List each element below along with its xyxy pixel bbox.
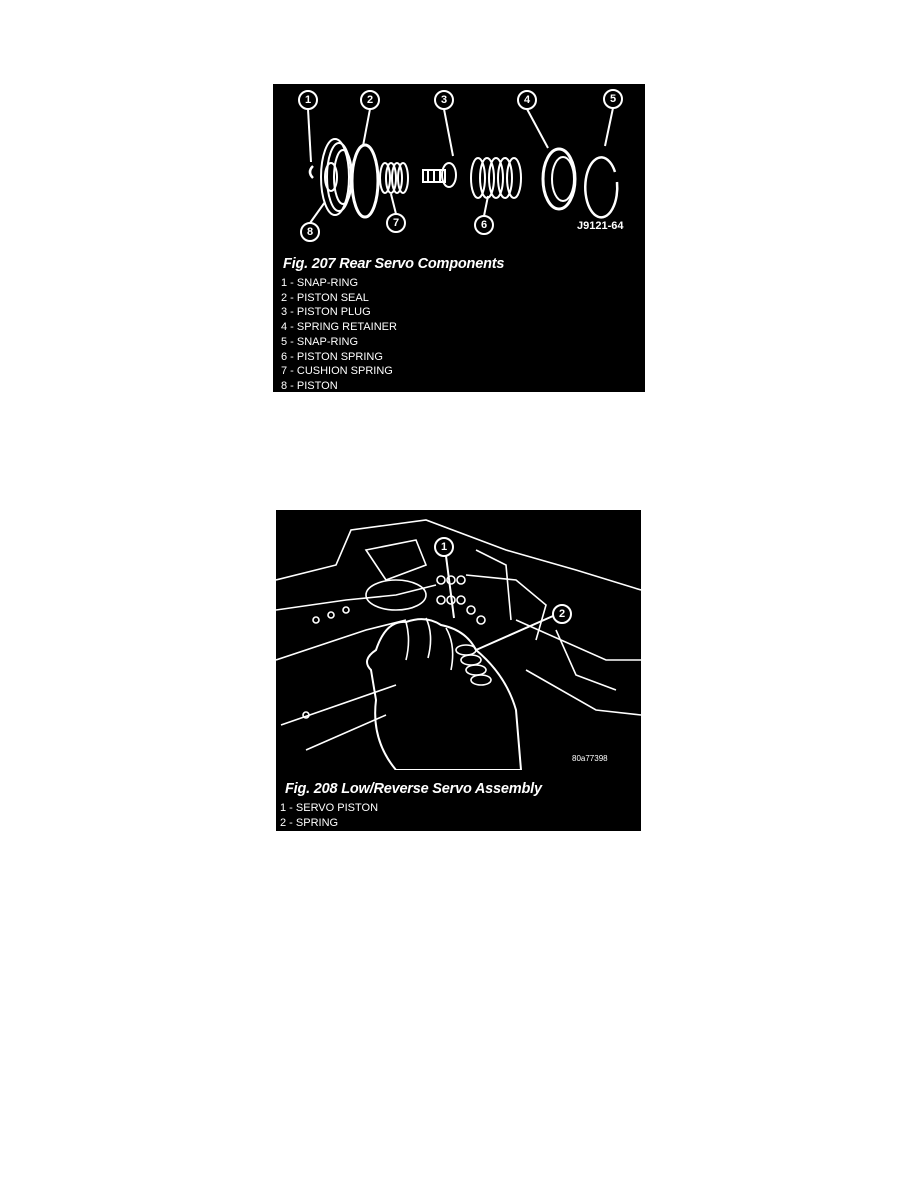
figure-code: J9121-64 (577, 220, 624, 232)
figure-title: Fig. 207 Rear Servo Components (283, 256, 505, 272)
figure-low-reverse-servo-assembly: 1 2 80a77398 Fig. 208 Low/Reverse Servo … (276, 510, 641, 831)
figure-title: Fig. 208 Low/Reverse Servo Assembly (285, 781, 542, 797)
low-reverse-servo-illustration (276, 519, 641, 770)
rear-servo-exploded-illustration (298, 89, 623, 242)
callout-2: 2 (366, 94, 374, 106)
legend-item: 3 - PISTON PLUG (281, 306, 371, 319)
legend-item: 2 - PISTON SEAL (281, 291, 369, 304)
callout-4: 4 (523, 94, 531, 106)
callout-8: 8 (306, 226, 314, 238)
callout-6: 6 (480, 219, 488, 231)
figure-legend: 1 - SERVO PISTON 2 - SPRING (280, 801, 378, 830)
legend-item: 5 - SNAP-RING (281, 335, 359, 348)
legend-item: 2 - SPRING (280, 816, 339, 829)
callout-5: 5 (609, 93, 617, 105)
legend-item: 4 - SPRING RETAINER (281, 321, 397, 334)
callout-1: 1 (440, 541, 448, 553)
figure-rear-servo-components: 1 2 3 4 5 6 7 8 J9121-64 Fig. 207 Rear S… (273, 84, 645, 392)
legend-item: 1 - SERVO PISTON (280, 802, 379, 814)
callout-7: 7 (392, 217, 400, 229)
callout-3: 3 (440, 94, 448, 106)
callout-1: 1 (304, 94, 312, 106)
legend-item: 7 - CUSHION SPRING (281, 365, 393, 378)
figure-code: 80a77398 (572, 754, 608, 763)
figure-legend: 1 - SNAP-RING 2 - PISTON SEAL 3 - PISTON… (281, 276, 397, 392)
callout-2: 2 (558, 608, 566, 620)
legend-item: 6 - PISTON SPRING (281, 350, 383, 363)
legend-item: 1 - SNAP-RING (281, 277, 359, 289)
legend-item: 8 - PISTON (281, 379, 338, 392)
